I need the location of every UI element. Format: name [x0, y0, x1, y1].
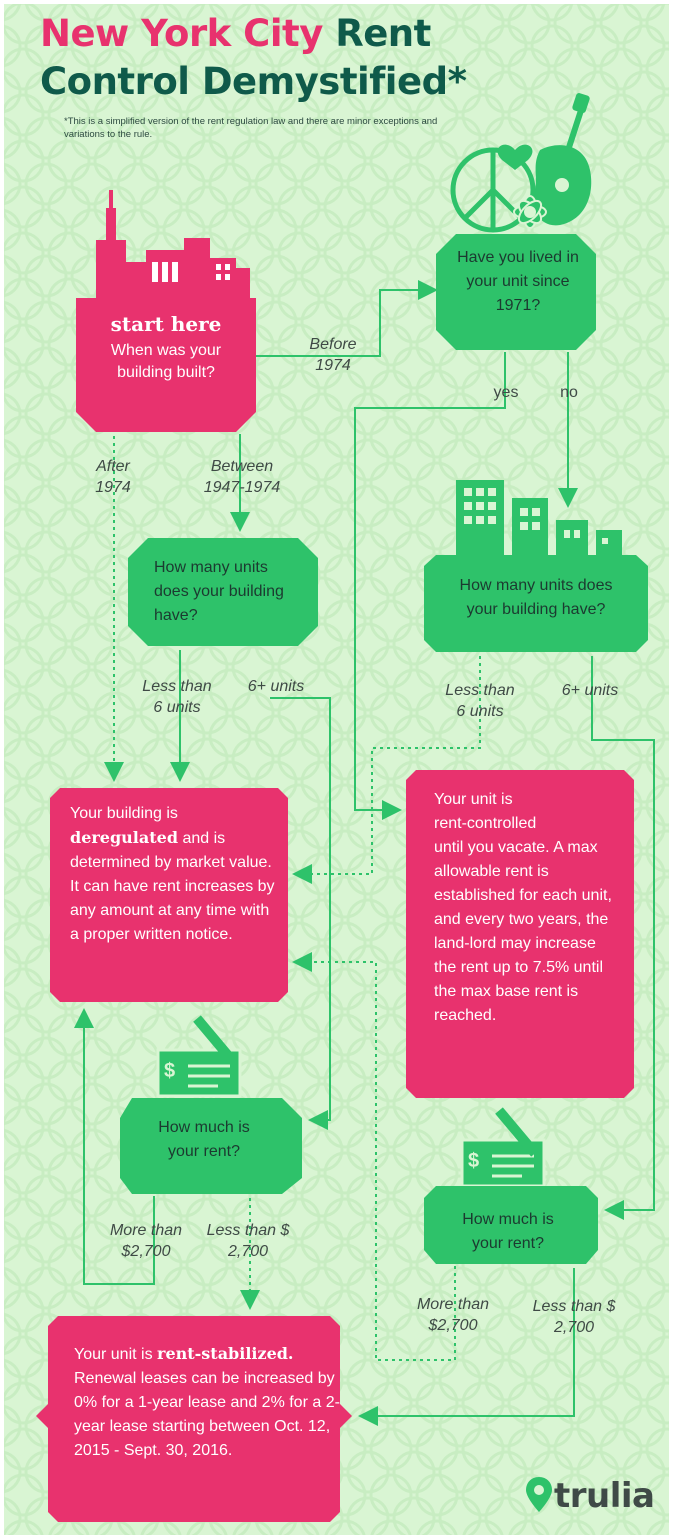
rent-right-box-shape: [424, 1186, 598, 1264]
footnote: *This is a simplified version of the ren…: [64, 116, 438, 140]
edge-before-1974: [256, 280, 438, 357]
deregulated-post: and is determined by market value. It ca…: [70, 830, 275, 943]
units-left-box-shape: [128, 538, 318, 646]
stabilized-box-shape: [36, 1316, 352, 1522]
rent-right-question: How much is your rent?: [462, 1211, 554, 1252]
units-right-question: How many units does your building have?: [459, 577, 613, 618]
deregulated-highlight: deregulated: [70, 828, 178, 847]
buildings-icon: [456, 480, 622, 555]
trulia-pin-icon: [526, 1477, 552, 1512]
label-after-1974: After 1974: [95, 458, 131, 496]
label-less-right: Less than $ 2,700: [532, 1298, 616, 1336]
start-box: start here When was your building built?: [76, 312, 256, 384]
dollar-sign-left: $: [164, 1060, 176, 1082]
flower-icon: [513, 195, 547, 229]
edge-less6-right: [292, 656, 481, 884]
controlled-box-shape: [406, 770, 634, 1098]
label-less6-left: Less than 6 units: [142, 678, 212, 716]
heart-icon: [497, 144, 533, 170]
deregulated-pre: Your building is: [70, 805, 178, 822]
title-rent: Rent: [322, 12, 431, 55]
edge-6plus-right: [591, 656, 655, 1220]
label-6plus-left: 6+ units: [247, 678, 305, 695]
label-6plus-right: 6+ units: [561, 682, 619, 699]
title-city: New York City: [40, 12, 323, 55]
controlled-text: Your unit is rent-controlled until you v…: [434, 788, 614, 1028]
edge-more-right: [292, 952, 456, 1361]
controlled-pre: Your unit is: [434, 791, 513, 808]
units-left-question: How many units does your building have?: [154, 559, 284, 624]
lived-box-shape: [436, 234, 596, 350]
deregulated-box-shape: [50, 788, 288, 1002]
label-no: no: [560, 384, 578, 401]
label-between: Between 1947-1974: [203, 458, 281, 496]
controlled-post: until you vacate. A max allowable rent i…: [434, 839, 612, 1024]
page-title-line2: Control Demystified*: [40, 60, 467, 103]
start-box-shape: [76, 298, 256, 432]
stabilized-highlight: rent-stabilized.: [157, 1344, 294, 1363]
skyline-icon: [96, 190, 250, 302]
trulia-logo: trulia: [554, 1476, 655, 1516]
stabilized-post: Renewal leases can be increased by 0% fo…: [74, 1370, 340, 1459]
guitar-icon: [533, 93, 592, 226]
label-more-left: More than $2,700: [109, 1222, 183, 1260]
label-less6-right: Less than 6 units: [445, 682, 515, 720]
deregulated-text: Your building is deregulated and is dete…: [70, 802, 276, 947]
edge-more-left: [74, 1008, 155, 1285]
rent-left-question: How much is your rent?: [158, 1119, 250, 1160]
check-icon-left: [156, 1015, 242, 1098]
rent-left-box-shape: [120, 1098, 302, 1194]
edge-6plus-left: [270, 697, 331, 1130]
start-heading: start here: [110, 312, 222, 336]
stabilized-pre: Your unit is: [74, 1346, 158, 1363]
lived-question: Have you lived in your unit since 1971?: [457, 249, 579, 314]
dollar-sign-right: $: [468, 1150, 480, 1172]
label-less-left: Less than $ 2,700: [206, 1222, 290, 1260]
label-more-right: More than $2,700: [416, 1296, 490, 1334]
label-yes: yes: [493, 384, 519, 401]
controlled-highlight: rent-controlled: [434, 815, 537, 832]
label-before-1974: Before 1974: [309, 336, 357, 374]
page-title: New York City Rent: [40, 12, 640, 56]
stabilized-text: Your unit is rent-stabilized. Renewal le…: [74, 1342, 342, 1463]
edge-less-right: [358, 1268, 575, 1426]
check-icon-right: [460, 1107, 546, 1188]
start-question: When was your building built?: [110, 342, 222, 381]
units-right-box-shape: [424, 555, 648, 652]
edge-yes: [354, 352, 506, 820]
